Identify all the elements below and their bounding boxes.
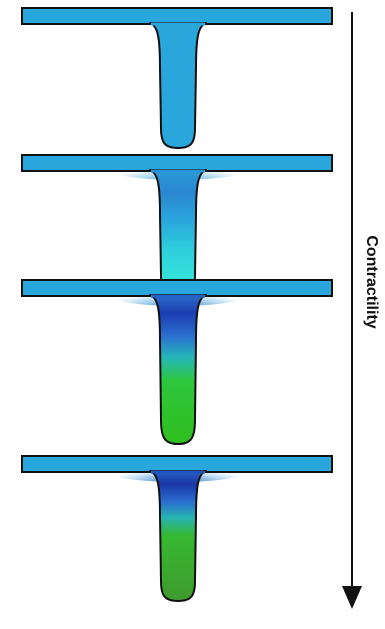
axis-label: Contractility	[363, 235, 380, 328]
stage-3	[21, 279, 333, 445]
protrusion	[149, 22, 207, 149]
stage-1	[21, 7, 333, 149]
membrane-bar	[21, 7, 333, 25]
protrusion	[149, 470, 207, 602]
stage-4	[21, 455, 333, 602]
arrow-head-icon	[342, 586, 362, 609]
protrusion	[149, 294, 207, 445]
stage-2	[21, 154, 333, 296]
protrusion	[149, 169, 207, 296]
contractility-arrow	[342, 12, 362, 609]
